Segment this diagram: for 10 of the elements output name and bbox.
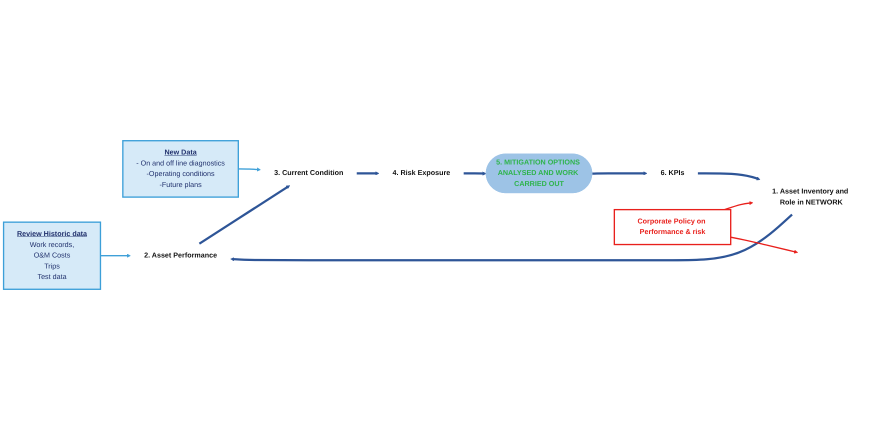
arrow bbox=[464, 172, 486, 176]
arrow bbox=[356, 171, 380, 176]
arrow bbox=[238, 168, 261, 172]
arrow bbox=[100, 254, 131, 258]
arrow bbox=[730, 236, 798, 254]
arrow bbox=[724, 201, 754, 210]
arrow bbox=[592, 171, 648, 176]
arrow bbox=[198, 185, 290, 245]
arrow bbox=[230, 214, 793, 262]
arrow bbox=[698, 172, 760, 180]
